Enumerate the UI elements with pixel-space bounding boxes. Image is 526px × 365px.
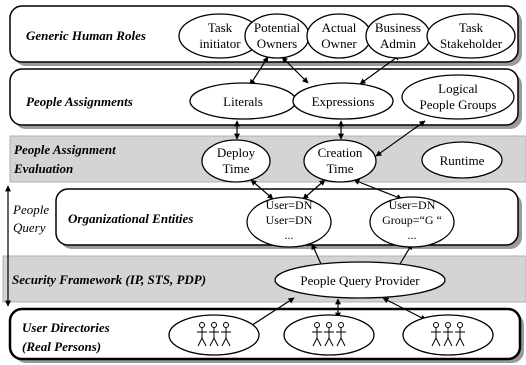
people-query-provider-label: People Query Provider <box>300 273 420 288</box>
person-icon <box>221 322 231 347</box>
people-query-provider: People Query Provider <box>274 261 446 299</box>
layer-label-people-assignments: People Assignments <box>26 94 133 109</box>
entity-groups-line1: User=DN <box>389 198 436 212</box>
person-icon <box>336 322 346 347</box>
evaluation-runtime: Runtime <box>421 141 503 179</box>
layer-label-evaluation-line2: Evaluation <box>13 161 73 176</box>
entity-groups-line2: Group=“G “ <box>382 213 442 227</box>
person-icon <box>197 322 207 347</box>
persons-icon <box>312 322 346 347</box>
role-task-stakeholder-line2: Stakeholder <box>440 36 503 51</box>
assignment-expressions-label: Expressions <box>312 94 375 109</box>
directory-3 <box>402 314 494 356</box>
entity-users-line3: ... <box>285 228 294 242</box>
person-icon <box>324 322 334 347</box>
person-icon <box>443 322 453 347</box>
side-label-line2: Query <box>13 220 46 235</box>
role-task-initiator-line2: initiator <box>199 36 241 51</box>
evaluation-creation-time: Creation Time <box>303 139 377 183</box>
entity-groups: User=DN Group=“G “ ... <box>369 196 455 248</box>
role-task-initiator: Task initiator <box>178 13 262 59</box>
layer-label-generic-human-roles: Generic Human Roles <box>26 28 146 43</box>
role-actual-owner-line2: Owner <box>321 36 357 51</box>
role-business-admin: Business Admin <box>365 13 431 59</box>
assignment-literals: Literals <box>189 82 297 120</box>
persons-icon <box>197 322 231 347</box>
person-icon <box>209 322 219 347</box>
assignment-logical-line1: Logical <box>438 81 478 96</box>
entity-users-line2: User=DN <box>266 213 313 227</box>
directory-2 <box>283 314 375 356</box>
assignment-logical-people-groups: Logical People Groups <box>401 74 515 120</box>
person-icon <box>431 322 441 347</box>
entity-groups-line3: ... <box>408 228 417 242</box>
layer-label-organizational-entities: Organizational Entities <box>68 211 193 226</box>
role-actual-owner: Actual Owner <box>306 13 372 59</box>
role-potential-owners-line1: Potential <box>254 20 301 35</box>
evaluation-deploy-line1: Deploy <box>217 145 256 160</box>
assignment-literals-label: Literals <box>223 94 263 109</box>
evaluation-runtime-label: Runtime <box>440 153 485 168</box>
layer-label-evaluation-line1: People Assignment <box>14 142 116 157</box>
role-task-stakeholder: Task Stakeholder <box>426 13 516 59</box>
role-actual-owner-line1: Actual <box>322 20 357 35</box>
role-business-admin-line2: Admin <box>380 36 417 51</box>
role-potential-owners: Potential Owners <box>244 13 310 59</box>
people-query-side-arrow: People Query <box>5 185 49 307</box>
layer-user-directories: User Directories (Real Persons) <box>8 307 524 363</box>
person-icon <box>455 322 465 347</box>
evaluation-deploy-line2: Time <box>223 161 250 176</box>
evaluation-creation-line1: Creation <box>318 145 363 160</box>
role-potential-owners-line2: Owners <box>257 36 297 51</box>
evaluation-deploy-time: Deploy Time <box>201 139 271 183</box>
role-business-admin-line1: Business <box>375 20 421 35</box>
role-task-initiator-line1: Task <box>208 20 233 35</box>
layer-label-directories-line1: User Directories <box>22 320 110 335</box>
side-label-line1: People <box>12 202 49 217</box>
assignment-expressions: Expressions <box>292 82 394 120</box>
person-icon <box>312 322 322 347</box>
evaluation-creation-line2: Time <box>327 161 354 176</box>
layer-label-directories-line2: (Real Persons) <box>22 339 101 354</box>
persons-icon <box>431 322 465 347</box>
role-task-stakeholder-line1: Task <box>459 20 484 35</box>
entity-users-line1: User=DN <box>266 198 313 212</box>
entity-users: User=DN User=DN ... <box>246 196 332 248</box>
layer-label-security-framework: Security Framework (IP, STS, PDP) <box>12 272 206 287</box>
layer-security-framework: Security Framework (IP, STS, PDP) <box>2 255 526 303</box>
directory-1 <box>168 314 260 356</box>
assignment-logical-line2: People Groups <box>420 97 497 112</box>
